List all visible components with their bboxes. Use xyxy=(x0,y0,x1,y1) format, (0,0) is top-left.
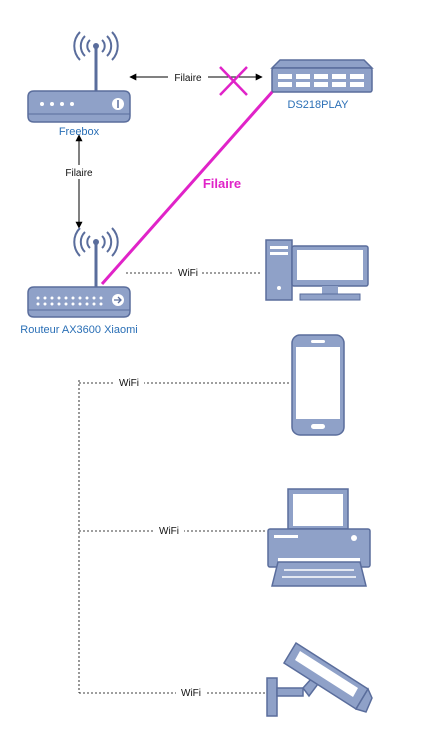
link-freebox-router[interactable]: Filaire xyxy=(60,134,100,229)
link-label: Filaire xyxy=(203,176,241,191)
security-camera-icon xyxy=(266,641,373,717)
link-label: WiFi xyxy=(159,526,179,537)
link-label: WiFi xyxy=(178,268,198,279)
desktop-computer-icon xyxy=(265,239,369,301)
node-router[interactable]: Routeur AX3600 Xiaomi xyxy=(20,227,138,336)
node-nas[interactable]: DS218PLAY xyxy=(270,59,374,111)
link-freebox-nas[interactable]: Filaire xyxy=(129,66,263,96)
link-label: WiFi xyxy=(119,378,139,389)
link-label: Filaire xyxy=(174,73,202,84)
node-smartphone[interactable] xyxy=(291,334,345,436)
link-router-nas[interactable]: Filaire xyxy=(100,90,275,285)
node-label: Freebox xyxy=(59,126,100,138)
node-label: Routeur AX3600 Xiaomi xyxy=(20,324,137,336)
nas-icon xyxy=(270,59,374,93)
smartphone-icon xyxy=(291,334,345,436)
link-wifi-desktop[interactable]: WiFi xyxy=(126,266,262,279)
link-wifi-printer[interactable]: WiFi xyxy=(79,524,266,537)
printer-icon xyxy=(267,488,371,587)
node-desktop[interactable] xyxy=(265,239,369,301)
node-printer[interactable] xyxy=(267,488,371,587)
router-icon xyxy=(27,31,131,123)
node-freebox[interactable]: Freebox xyxy=(27,31,131,138)
node-camera[interactable] xyxy=(266,641,373,717)
link-wifi-phone[interactable]: WiFi xyxy=(79,376,290,389)
node-label: DS218PLAY xyxy=(288,99,350,111)
router-icon xyxy=(27,227,131,318)
broken-link-mark xyxy=(219,66,248,96)
link-wifi-camera[interactable]: WiFi xyxy=(79,686,268,699)
link-label: WiFi xyxy=(181,688,201,699)
link-label: Filaire xyxy=(65,168,93,179)
